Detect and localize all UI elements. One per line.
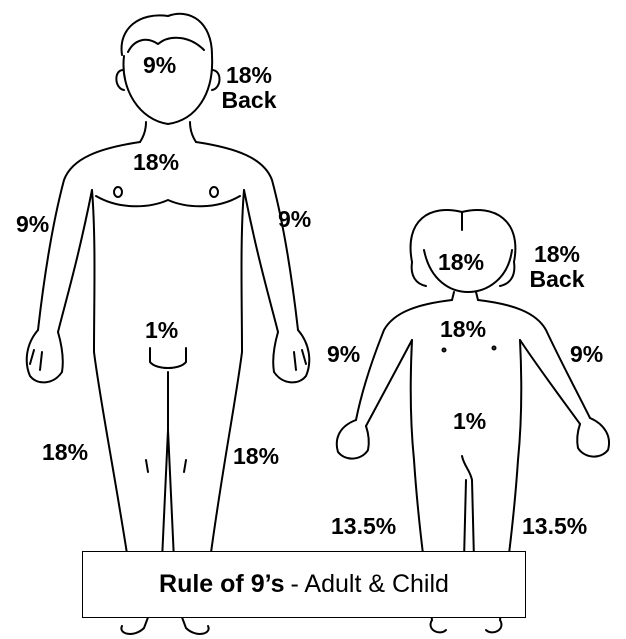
child-right-arm-percent: 9%	[570, 342, 603, 367]
child-right-leg-percent: 13.5%	[522, 514, 587, 539]
child-left-leg-percent: 13.5%	[331, 514, 396, 539]
adult-back-percent: 18%	[212, 63, 286, 88]
adult-left-arm-percent: 9%	[16, 212, 49, 237]
child-back-label: 18% Back	[520, 242, 594, 292]
caption-title: Rule of 9’s	[159, 570, 285, 599]
caption-subtitle: - Adult & Child	[291, 570, 449, 599]
child-left-arm-percent: 9%	[327, 342, 360, 367]
child-groin-percent: 1%	[453, 409, 486, 434]
child-torso-percent: 18%	[440, 317, 486, 342]
adult-groin-percent: 1%	[145, 318, 178, 343]
adult-back-word: Back	[212, 88, 286, 113]
caption-box: Rule of 9’s - Adult & Child	[82, 551, 526, 618]
adult-right-leg-percent: 18%	[233, 444, 279, 469]
child-back-percent: 18%	[520, 242, 594, 267]
child-back-word: Back	[520, 267, 594, 292]
adult-back-label: 18% Back	[212, 63, 286, 113]
child-head-percent: 18%	[438, 250, 484, 275]
adult-torso-percent: 18%	[133, 150, 179, 175]
adult-right-arm-percent: 9%	[278, 207, 311, 232]
adult-left-leg-percent: 18%	[42, 440, 88, 465]
adult-head-percent: 9%	[143, 53, 176, 78]
